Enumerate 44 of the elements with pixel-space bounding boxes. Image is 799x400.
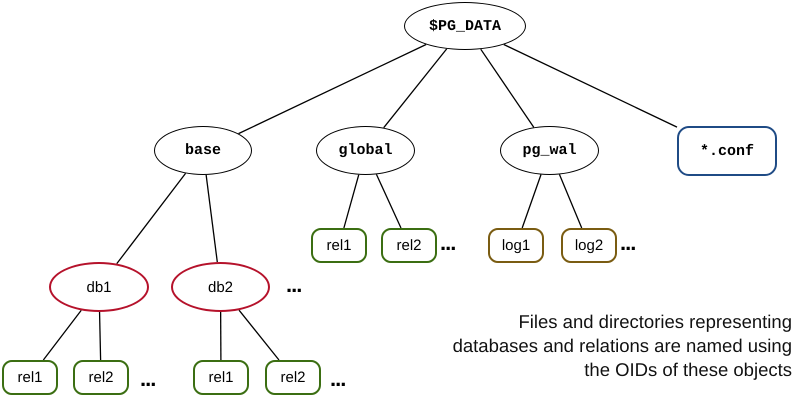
node-label: base — [184, 142, 221, 159]
node-label: pg_wal — [522, 142, 576, 159]
node-label: rel1 — [326, 237, 352, 254]
connector-line — [220, 312, 222, 360]
connector-line — [383, 48, 448, 128]
node-label: log1 — [502, 237, 530, 254]
file-box — [311, 228, 367, 263]
node-label: db2 — [208, 278, 234, 296]
node-label: *.conf — [700, 142, 754, 160]
file-box — [2, 360, 58, 395]
node-label: $PG_DATA — [428, 18, 501, 34]
connector-line — [206, 174, 218, 262]
ellipsis-mark: ... — [286, 274, 302, 296]
node-label: rel1 — [208, 369, 234, 386]
connector-line — [558, 174, 582, 228]
connector-line — [116, 173, 186, 264]
connector-line — [522, 174, 542, 228]
note-text: Files and directories representing databases and relations are named using the OIDs of these objects — [452, 310, 792, 382]
ellipsis-mark: ... — [140, 368, 156, 390]
file-box — [265, 360, 321, 395]
connector-line — [238, 310, 280, 360]
node-label: rel2 — [280, 369, 306, 386]
node-label: rel2 — [396, 237, 422, 254]
ellipsis-mark: ... — [330, 368, 346, 390]
connector-line — [504, 44, 678, 128]
connector-line — [238, 44, 426, 134]
file-box — [677, 126, 777, 176]
file-box — [561, 228, 617, 263]
ellipsis-mark: ... — [440, 232, 456, 254]
ellipsis-mark: ... — [620, 232, 636, 254]
node-label: db1 — [86, 278, 112, 296]
file-box — [488, 228, 544, 263]
node-label: rel2 — [88, 369, 114, 386]
connector-line — [343, 174, 360, 228]
file-box — [381, 228, 437, 263]
file-box — [193, 360, 249, 395]
connector-line — [98, 312, 102, 360]
connector-line — [376, 174, 402, 228]
node-label: log2 — [574, 237, 604, 254]
file-box — [73, 360, 129, 395]
connector-line — [42, 310, 82, 360]
node-label: rel1 — [17, 369, 42, 386]
node-label: global — [338, 142, 392, 159]
connector-line — [480, 48, 534, 128]
